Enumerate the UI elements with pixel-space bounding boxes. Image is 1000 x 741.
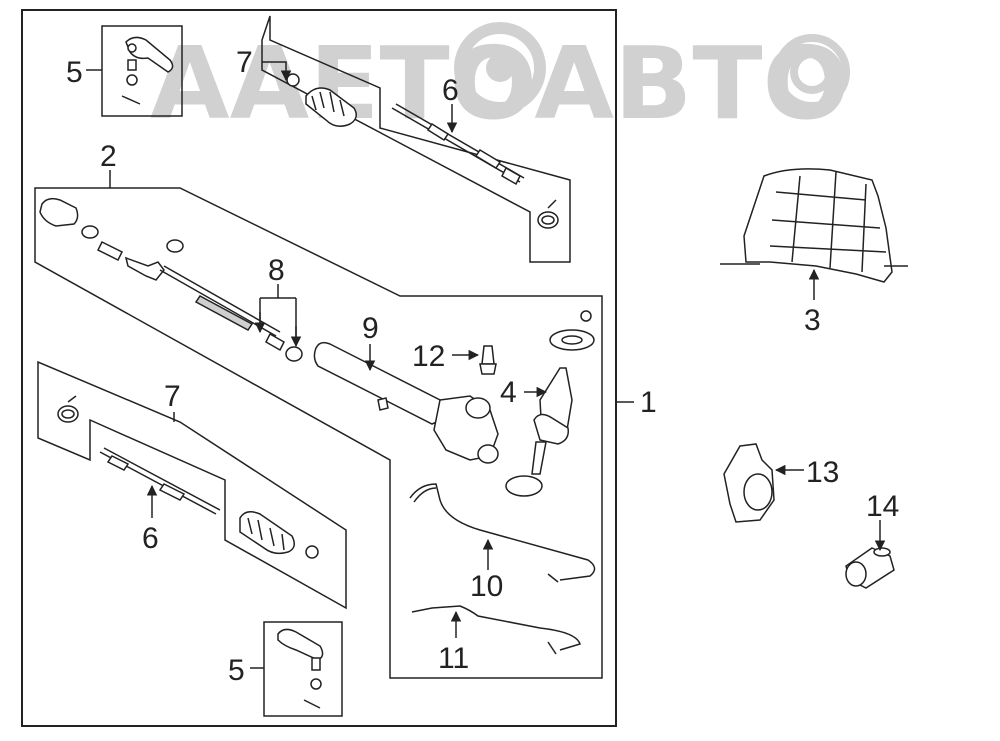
bottom-tie-rod-box	[37, 360, 347, 610]
callout-2: 2	[100, 140, 117, 173]
callout-7-bottom: 7	[164, 380, 181, 413]
rack-housing	[313, 341, 499, 464]
callout-6-top: 6	[442, 74, 459, 107]
callout-5-bottom: 5	[228, 654, 245, 687]
bushing	[723, 443, 775, 523]
callout-leaders	[86, 61, 886, 669]
tie-rod-end-bottom	[277, 628, 324, 709]
return-line	[411, 605, 581, 655]
rack-housing-box	[34, 187, 603, 679]
callout-8: 8	[268, 254, 285, 287]
callout-7-top: 7	[236, 46, 253, 79]
callout-4: 4	[500, 376, 517, 409]
pinion-valve	[505, 310, 595, 497]
pressure-line	[409, 483, 596, 583]
callout-13: 13	[806, 456, 839, 489]
callout-3: 3	[804, 304, 821, 337]
bolt	[479, 345, 497, 375]
boot-bottom	[239, 511, 319, 559]
callout-5-top: 5	[66, 56, 83, 89]
inner-tie-rod-bottom	[99, 447, 221, 515]
callout-9: 9	[362, 312, 379, 345]
tie-rod-end-box-top	[101, 25, 183, 117]
boot-top	[286, 73, 357, 127]
callout-6-bottom: 6	[142, 522, 159, 555]
clamp-bottom	[57, 395, 79, 423]
watermark-text: AAETOABTO	[150, 25, 850, 142]
callout-12: 12	[412, 340, 445, 373]
callout-numbers: 1 2 3 4 5 5 6 6 7 7 8 9 10 11 12 13 14	[66, 46, 899, 687]
main-assembly-frame	[21, 9, 617, 727]
clamp-top	[537, 199, 559, 229]
top-tie-rod-box	[261, 15, 571, 263]
tie-rod-end-top	[121, 36, 174, 105]
watermark-gear-icon	[454, 22, 546, 114]
watermark-emblem-icon	[774, 34, 850, 110]
rack-parts	[39, 197, 303, 362]
heat-shield	[720, 168, 908, 283]
callout-11: 11	[438, 642, 469, 675]
inner-tie-rod-top	[391, 103, 525, 186]
tie-rod-end-box-bottom	[263, 621, 343, 717]
callout-14: 14	[866, 490, 899, 523]
sleeve	[845, 547, 895, 589]
watermark: AAETOABTO	[150, 22, 850, 142]
callout-10: 10	[470, 570, 503, 603]
callout-1: 1	[640, 386, 657, 419]
